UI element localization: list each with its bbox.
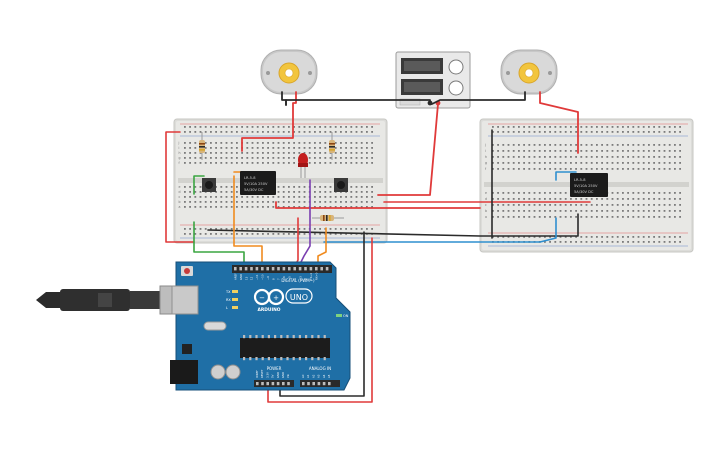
wire-red [241,91,297,152]
pin-label-digital: 7 [277,278,281,280]
breadboard-row-label: a [485,215,487,219]
pin-label-aref: AREF [234,273,238,280]
arduino-model-text: UNO [290,293,308,302]
relay-left-line-2: 5V/10A 250V [244,182,268,186]
pin-label-gnd: GND [239,274,243,280]
resistor[interactable] [329,132,335,160]
breadboard-row-label: j [484,143,486,147]
wire-red [165,131,195,243]
wire-purple [299,179,311,265]
relay-right-line-2: 5V/10A 250V [574,184,598,188]
pin-label-analog: A4 [322,374,326,378]
l-label: L [226,306,228,310]
relay-right[interactable]: LR-5-8 5V/10A 250V 5A/30V DC [570,173,608,197]
breadboard-row-label: c [179,195,181,199]
resistor[interactable] [199,132,205,160]
breadboard-row-label: i [485,149,486,153]
pin-label-digital: 8 [271,278,275,280]
breadboard-row-label: a [179,205,181,209]
wire-green [193,175,205,195]
wire-green [193,221,245,265]
wire-orange [317,227,327,265]
wire-red [275,201,481,209]
wire-black [207,213,579,237]
pin-label-power: GND [281,372,285,378]
wire-red [539,91,579,154]
pin-label-digital: 12 [250,276,254,280]
pin-label-digital: ~9 [266,276,270,280]
digital-header-label: DIGITAL (PWM~) [281,278,315,283]
push-button[interactable] [202,178,216,192]
push-button[interactable] [334,178,348,192]
breadboard-row-label: b [179,200,181,204]
pin-label-digital: ~6 [282,276,286,280]
breadboard-row-label: h [179,151,181,155]
pin-label-power: IOREF [255,370,259,378]
relay-left[interactable]: LR-5-8 5V/10A 250V 5A/30V DC [240,171,276,195]
pin-label-digital: ~10 [261,274,265,280]
breadboard-row-label: e [179,185,181,189]
relay-right-line-1: LR-5-8 [574,178,586,182]
pin-label-power: GND [276,372,280,378]
pin-label-digital: TX→1 [309,272,313,280]
pin-label-digital: 2 [304,278,308,280]
dc-motor-left[interactable] [260,49,318,95]
wire-orange [233,175,263,265]
breadboard-row-label: j [178,141,180,145]
breadboard-row-label: g [485,161,487,165]
wire-red [377,103,439,196]
svg-text:−: − [259,294,265,302]
breadboard-row-label: d [485,197,487,201]
tx-label: TX [225,290,231,294]
wire-black [285,99,431,106]
pin-label-digital: 13 [244,276,248,280]
pin-label-analog: A0 [301,374,305,378]
wire-red [267,237,373,403]
breadboard-row-label: f [179,161,181,165]
analog-header-label: ANALOG IN [309,366,331,371]
breadboard-row-label: g [179,156,181,160]
svg-text:+: + [273,294,279,302]
pin-label-digital: ~3 [298,276,302,280]
arduino-logo: − + [253,288,285,306]
pin-label-power: RESET [260,369,264,378]
pin-label-analog: A1 [306,374,310,378]
power-header-label: POWER [267,366,282,371]
on-label: ON [343,314,349,318]
pin-label-digital: RX←0 [315,272,319,280]
relay-left-line-3: 5A/30V DC [244,188,264,192]
pin-label-digital: ~5 [288,276,292,280]
arduino-uno[interactable]: − + ARDUINO UNO DIGITAL (PWM~) TX RX L O… [170,261,351,391]
relay-left-line-1: LR-5-8 [244,176,256,180]
pin-label-power: 3.3V [265,372,269,378]
breadboard-row-label: i [179,146,180,150]
wire-blue [323,217,557,243]
breadboard-row-label: d [179,190,181,194]
breadboard-row-label: h [485,155,487,159]
pin-label-analog: A2 [311,374,315,378]
rx-label: RX [226,298,231,302]
pin-label-analog: A3 [317,374,321,378]
pin-label-analog: A5 [327,374,331,378]
relay-right-line-3: 5A/30V DC [574,190,594,194]
pin-label-power: 5V [271,374,275,378]
wire-blue [555,171,577,181]
resistor[interactable] [312,215,344,221]
power-supply[interactable] [395,51,471,109]
pin-label-digital: 4 [293,278,297,280]
pin-label-power: Vin [286,374,290,378]
led-red[interactable] [298,153,308,178]
pin-label-digital: ~11 [255,274,259,280]
breadboard-row-label: b [485,209,487,213]
dc-motor-right[interactable] [500,49,558,95]
breadboard-row-label: e [485,191,487,195]
wire-black [431,91,526,105]
arduino-brand-text: ARDUINO [257,307,280,313]
breadboard-row-label: c [485,203,487,207]
breadboard-row-label: f [485,167,487,171]
